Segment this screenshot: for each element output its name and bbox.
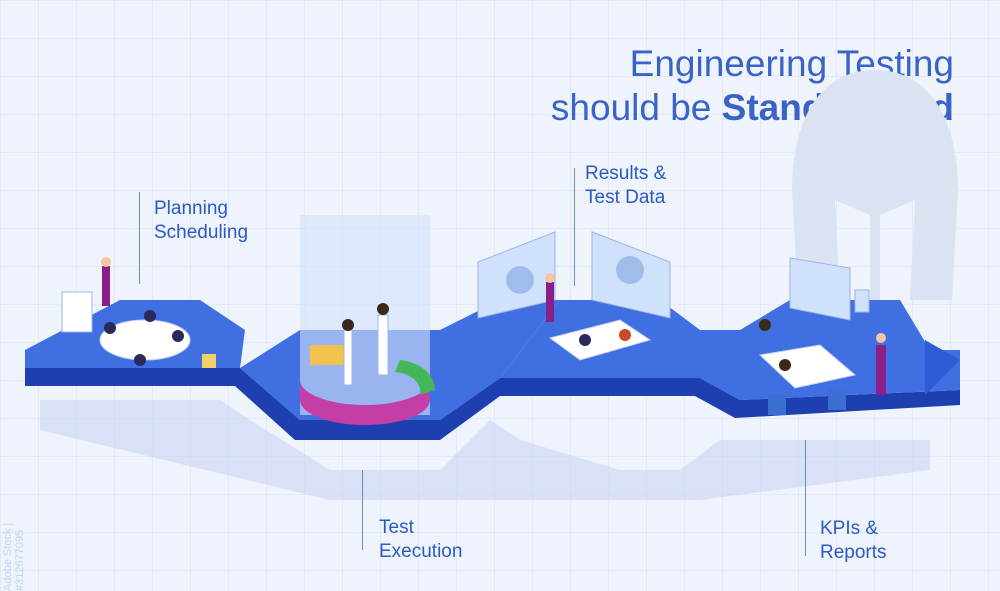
results-scene [477, 231, 671, 361]
arrow-head [925, 340, 960, 395]
path-top-3 [500, 300, 740, 400]
helmet-logo-icon [792, 70, 958, 300]
leader-planning [139, 192, 140, 284]
stage-label-line-2: Scheduling [154, 222, 249, 243]
test-execution-scene [300, 215, 436, 425]
stage-label-line-2: Execution [379, 541, 463, 562]
stage-label-planning: Planning Scheduling [154, 197, 248, 245]
path-shadow [40, 400, 930, 500]
stage-label-results: Results & Test Data [585, 162, 666, 210]
stage-label-line-1: Test [379, 517, 414, 538]
leader-execution [362, 470, 363, 550]
stage-label-kpis: KPIs & Reports [820, 517, 887, 565]
leader-results [574, 168, 575, 286]
stage-label-line-1: Planning [154, 198, 228, 219]
stage-label-line-1: KPIs & [820, 518, 879, 539]
kpi-scene [758, 257, 886, 415]
stage-label-line-1: Results & [585, 163, 667, 184]
stage-label-line-2: Test Data [585, 187, 666, 208]
title-line-2-prefix: should be [550, 87, 722, 128]
stage-label-line-2: Reports [820, 542, 887, 563]
planning-scene [61, 257, 216, 368]
path-side [25, 368, 960, 440]
stage-label-execution: Test Execution [379, 516, 462, 564]
leader-kpis [805, 440, 806, 556]
watermark: Adobe Stock | #312677095 [2, 522, 26, 591]
